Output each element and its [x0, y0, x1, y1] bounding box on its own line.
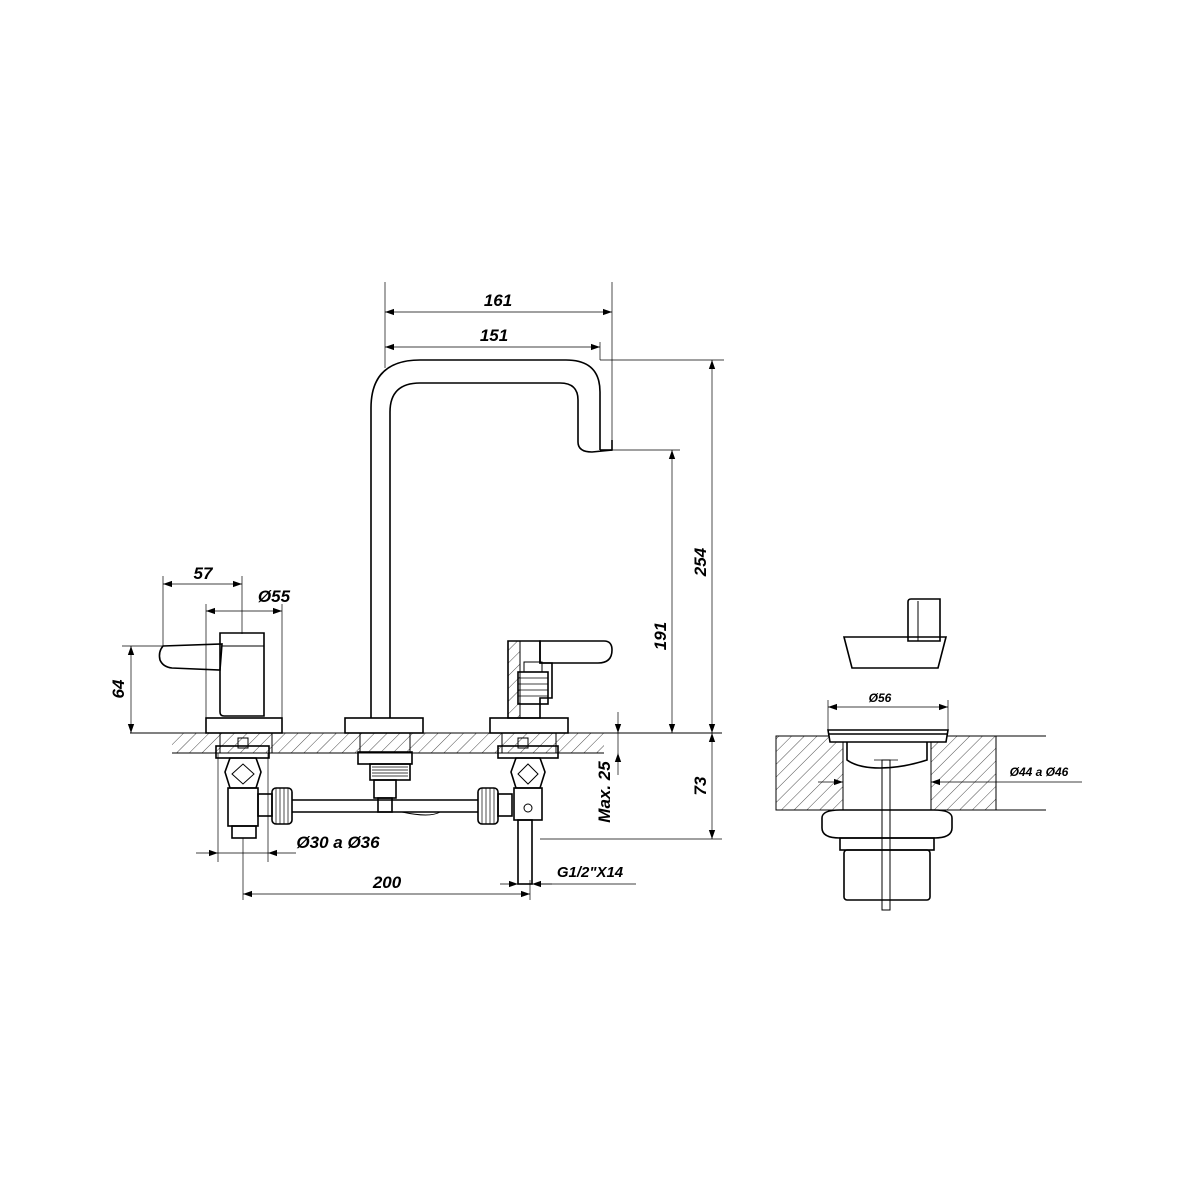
dim-191-label: 191 — [651, 622, 670, 650]
dim-64-label: 64 — [109, 679, 128, 698]
dim-161-label: 161 — [484, 291, 512, 310]
pop-up-drain-detail — [775, 598, 1046, 911]
dim-57-label: 57 — [194, 564, 214, 583]
spout — [344, 359, 613, 813]
dim-151-label: 151 — [480, 326, 508, 345]
left-handle-valve — [158, 632, 293, 839]
dim-thread-label: G1/2"X14 — [557, 864, 624, 881]
dim-55-label: Ø55 — [258, 587, 291, 606]
countertop — [130, 732, 722, 754]
dim-drain-hole-label: Ø44 a Ø46 — [1010, 765, 1069, 779]
dim-200-label: 200 — [372, 873, 402, 892]
dim-max25-label: Max. 25 — [595, 761, 614, 823]
dim-drain-cap-label: Ø56 — [869, 691, 892, 705]
dim-254-label: 254 — [691, 547, 710, 577]
right-handle-valve — [489, 640, 613, 885]
dimension-labels: 161 151 254 191 73 Max. 25 57 Ø55 64 Ø30… — [109, 291, 1069, 892]
dim-73-label: 73 — [691, 776, 710, 795]
dimension-lines — [122, 282, 1082, 900]
connecting-pipe — [292, 787, 513, 825]
dim-hole-label: Ø30 a Ø36 — [296, 833, 380, 852]
